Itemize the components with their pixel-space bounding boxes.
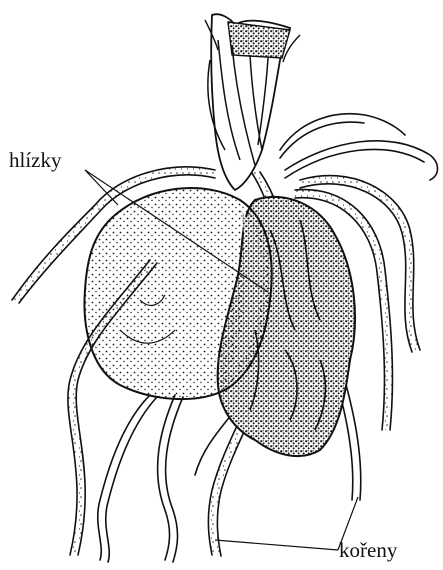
new-tuber xyxy=(84,188,271,399)
stem xyxy=(205,14,300,190)
leader-roots-1 xyxy=(215,540,338,550)
label-roots: kořeny xyxy=(339,540,397,561)
root-right-arch xyxy=(285,141,438,180)
root-left-lower xyxy=(98,395,150,560)
label-tubers: hlízky xyxy=(9,150,62,171)
